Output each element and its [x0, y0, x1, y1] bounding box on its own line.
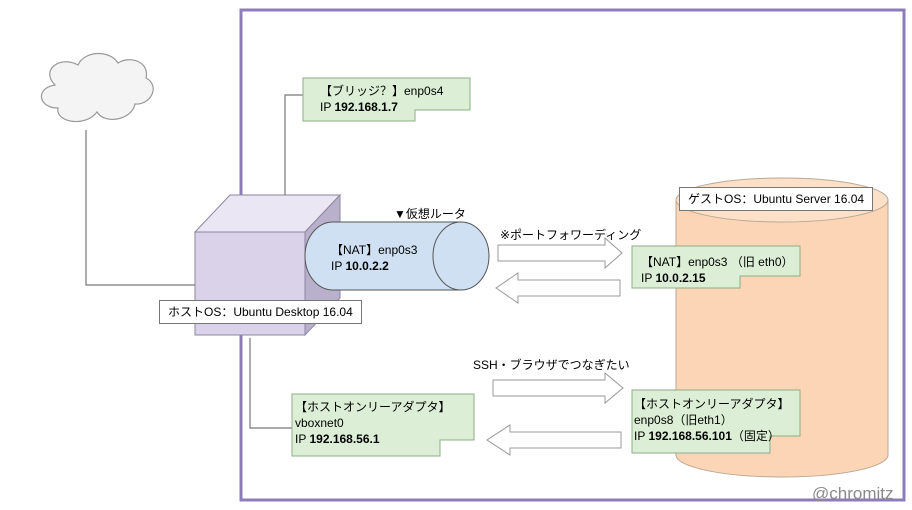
- hostonly-guest-note-ip: 192.168.56.101: [648, 429, 732, 443]
- guest-os-label: ゲストOS：Ubuntu Server 16.04: [679, 187, 874, 211]
- hostonly-guest-note-text: 【ホストオンリーアダプタ】 enp0s8（旧eth1） IP 192.168.5…: [634, 396, 790, 444]
- bridge-link-line: [284, 94, 303, 195]
- nat-guest-note-ip-prefix: IP: [641, 271, 656, 285]
- port-forwarding-label: ※ポートフォワーディング: [500, 228, 642, 242]
- ssh-arrow-left: [486, 424, 622, 456]
- hostonly-guest-note-suffix: （固定）: [731, 429, 780, 443]
- nat-host-note-title: 【NAT】enp0s3: [331, 243, 418, 257]
- hostonly-host-note-ip: 192.168.56.1: [309, 432, 380, 446]
- hostonly-host-note-ip-prefix: IP: [295, 432, 310, 446]
- ssh-label: SSH・ブラウザでつなぎたい: [473, 358, 630, 372]
- router-label: ▼仮想ルータ: [394, 207, 466, 221]
- bridge-note-text: 【ブリッジ？】enp0s4 IP 192.168.1.7: [320, 83, 443, 115]
- host-os-label: ホストOS：Ubuntu Desktop 16.04: [159, 300, 362, 324]
- nat-guest-note-title: 【NAT】enp0s3 （旧 eth0）: [641, 255, 794, 269]
- hostonly-link-line: [249, 338, 293, 429]
- cloud-link-line: [85, 130, 195, 286]
- nat-host-note-text: 【NAT】enp0s3 IP 10.0.2.2: [331, 242, 417, 274]
- ssh-arrow-right: [492, 371, 624, 405]
- nat-guest-note-ip: 10.0.2.15: [655, 271, 706, 285]
- port-forward-arrow-left: [495, 272, 621, 304]
- router-cylinder: [304, 221, 461, 291]
- hostonly-host-note-text: 【ホストオンリーアダプタ】 vboxnet0 IP 192.168.56.1: [295, 399, 451, 447]
- bridge-note: [302, 77, 471, 122]
- hostonly-host-note-iface: vboxnet0: [295, 416, 344, 430]
- router-cylinder-end: [432, 221, 490, 291]
- nat-guest-note-text: 【NAT】enp0s3 （旧 eth0） IP 10.0.2.15: [641, 254, 794, 286]
- bridge-note-ip: 192.168.1.7: [334, 100, 398, 114]
- hostonly-guest-note: [631, 389, 801, 454]
- hostonly-host-note: [291, 393, 475, 457]
- bridge-note-title: 【ブリッジ？】enp0s4: [320, 84, 444, 98]
- nat-guest-note: [631, 245, 801, 289]
- hostonly-guest-note-title: 【ホストオンリーアダプタ】: [634, 397, 790, 411]
- nat-host-note-ip-prefix: IP: [331, 259, 346, 273]
- port-forward-arrow-right: [497, 236, 623, 270]
- nat-host-note-ip: 10.0.2.2: [345, 259, 389, 273]
- bridge-note-ip-prefix: IP: [320, 100, 335, 114]
- hostonly-guest-note-iface: enp0s8（旧eth1）: [634, 413, 733, 427]
- hostonly-guest-note-ip-prefix: IP: [634, 429, 649, 443]
- hostonly-host-note-title: 【ホストオンリーアダプタ】: [295, 400, 451, 414]
- watermark: @chromitz: [812, 484, 894, 503]
- internet-cloud-icon: [40, 52, 154, 123]
